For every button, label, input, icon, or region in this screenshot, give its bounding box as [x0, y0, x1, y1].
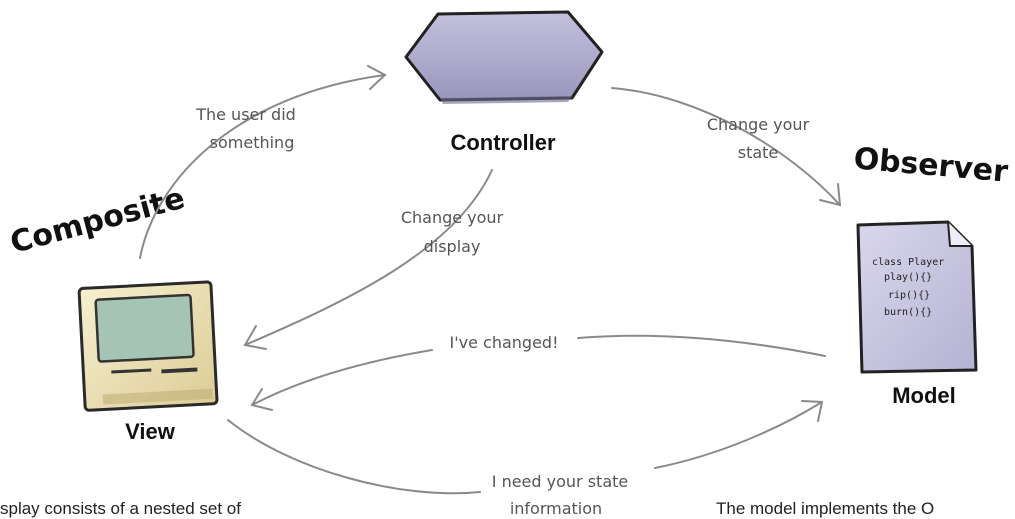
- caption-left: splay consists of a nested set of: [0, 499, 241, 518]
- arrow-change-state-label-2: state: [738, 143, 779, 162]
- view-computer-icon: [77, 280, 219, 412]
- caption-right: The model implements the O: [716, 499, 934, 518]
- arrow-user-did-something-label-2: something: [210, 133, 295, 152]
- model-code-line-3: rip(){}: [888, 290, 930, 301]
- arrow-need-state-label-1: I need your state: [492, 472, 628, 491]
- controller-shadow: [440, 96, 572, 104]
- arrow-user-did-something-label-1: The user did: [195, 105, 296, 124]
- arrow-change-display: Change your display: [243, 169, 504, 350]
- controller-shape: [404, 10, 604, 102]
- arrow-ive-changed: I've changed!: [250, 333, 826, 411]
- arrow-need-state: I need your state information: [227, 400, 824, 518]
- arrow-need-state-label-2: information: [510, 499, 602, 518]
- controller-node: Controller: [404, 10, 604, 155]
- arrow-change-state-label-1: Change your: [707, 115, 810, 134]
- model-page-fold: [947, 221, 972, 247]
- view-label: View: [125, 419, 176, 444]
- model-code-line-2: play(){}: [884, 272, 932, 283]
- model-node: class Player play(){} rip(){} burn(){} M…: [856, 220, 978, 408]
- model-document-icon: [856, 220, 978, 374]
- arrow-ive-changed-label: I've changed!: [450, 333, 559, 352]
- view-node: View: [77, 280, 219, 444]
- arrow-change-state: Change your state: [611, 87, 842, 207]
- model-code-line-4: burn(){}: [884, 307, 932, 318]
- controller-label: Controller: [450, 130, 556, 155]
- model-code-line-1: class Player: [872, 257, 944, 268]
- pattern-composite: Composite: [7, 181, 189, 261]
- arrow-change-display-label-1: Change your: [401, 208, 504, 227]
- model-label: Model: [892, 383, 956, 408]
- pattern-observer: Observer: [852, 141, 1009, 189]
- arrow-user-did-something: The user did something: [139, 65, 387, 259]
- arrow-change-display-label-2: display: [424, 237, 481, 256]
